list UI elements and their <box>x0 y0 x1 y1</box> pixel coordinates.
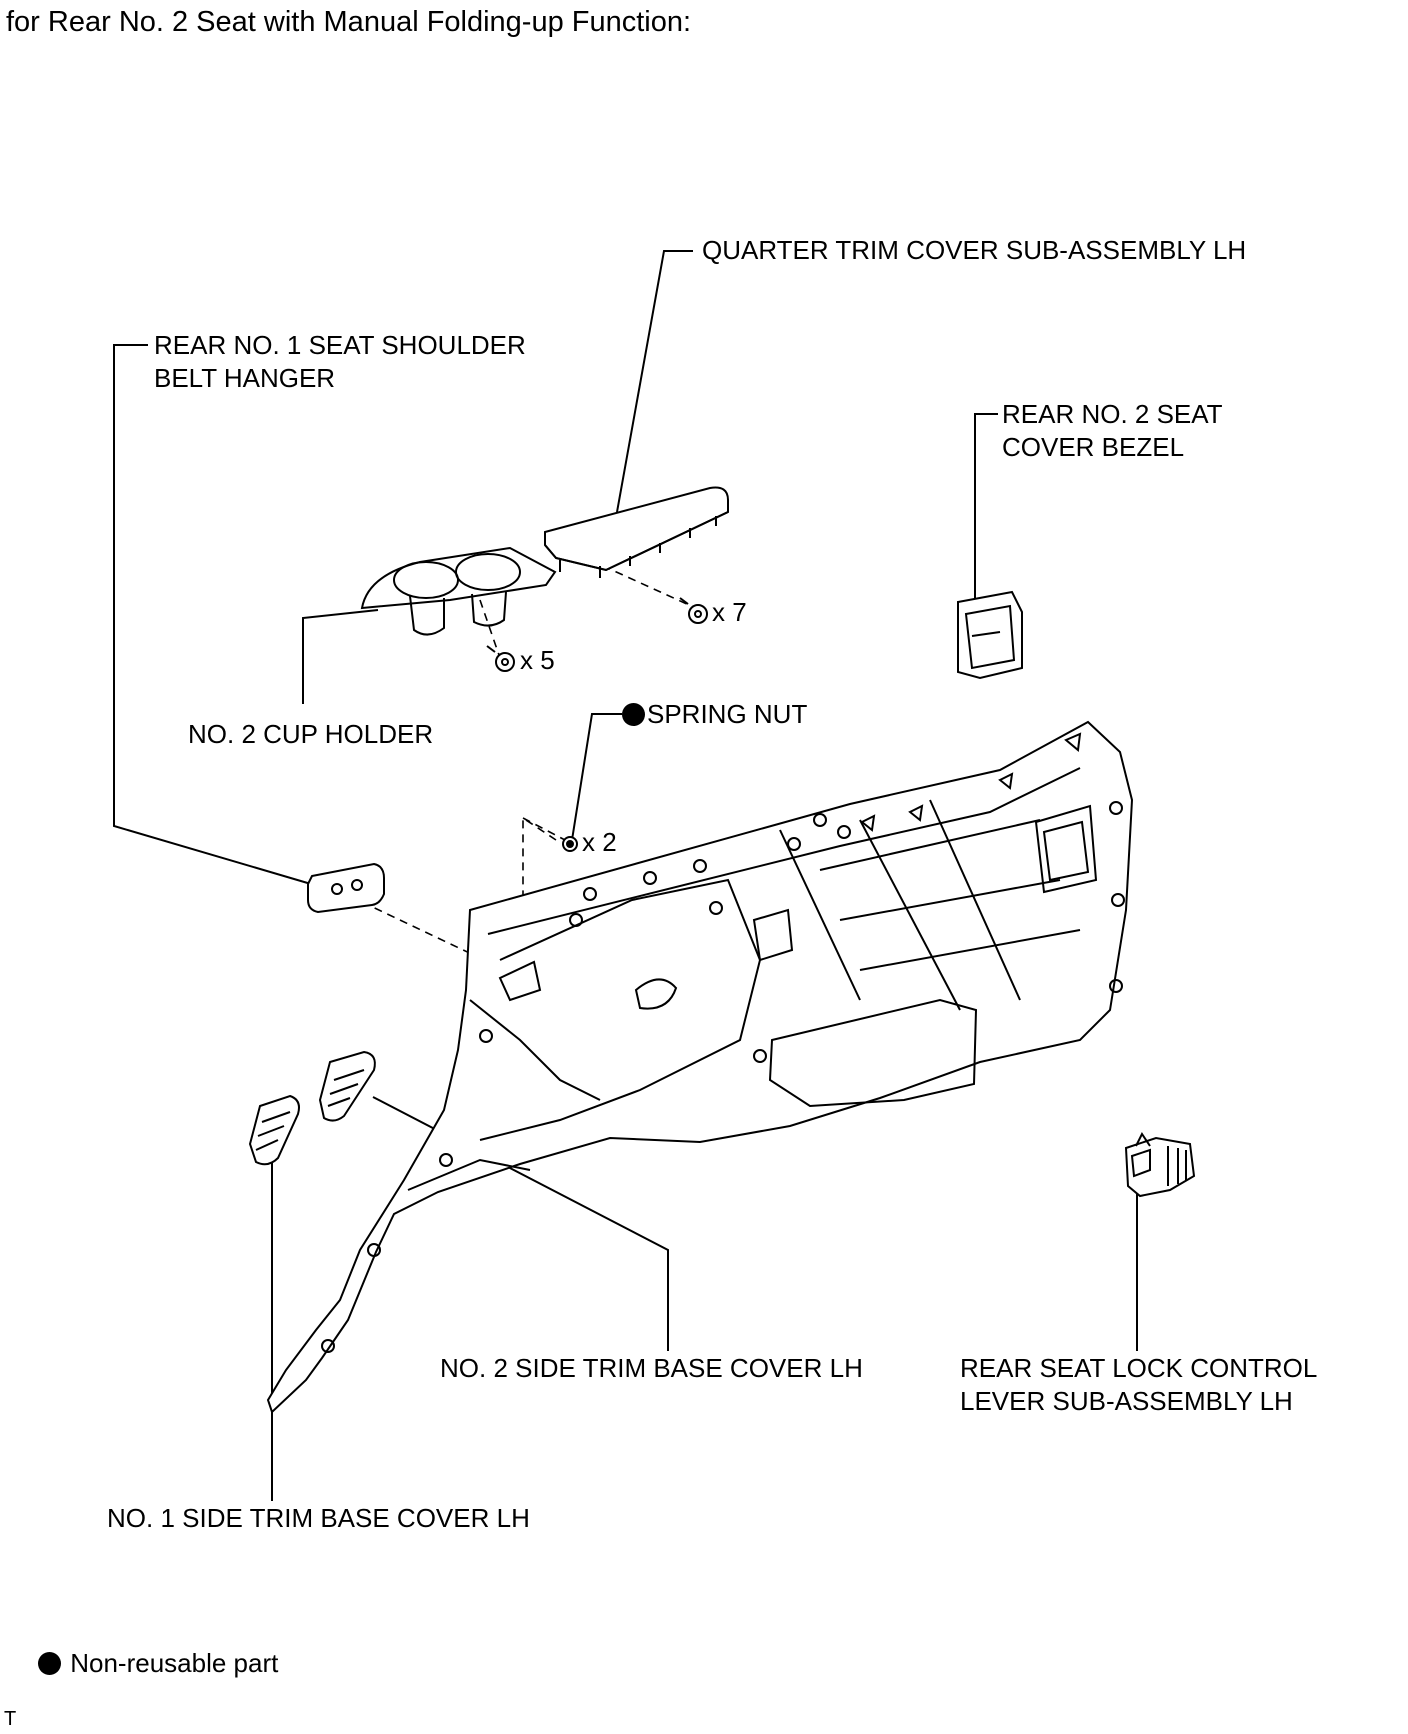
legend-dot-icon <box>38 1652 61 1675</box>
label-lock-control-lever-line2: LEVER SUB-ASSEMBLY LH <box>960 1386 1293 1416</box>
label-spring-nut-text: SPRING NUT <box>647 699 808 729</box>
cup-holder <box>360 546 557 636</box>
label-seat-cover-bezel: REAR NO. 2 SEAT COVER BEZEL <box>1002 398 1223 464</box>
label-lock-control-lever: REAR SEAT LOCK CONTROL LEVER SUB-ASSEMBL… <box>960 1352 1317 1418</box>
seat-cover-bezel <box>957 590 1023 680</box>
page-title: for Rear No. 2 Seat with Manual Folding-… <box>6 6 692 38</box>
qty-x5: x 5 <box>520 645 555 675</box>
label-belt-hanger: REAR NO. 1 SEAT SHOULDER BELT HANGER <box>154 329 526 395</box>
leader-cup-holder <box>302 609 379 704</box>
side-trim-cover-1 <box>248 1094 300 1166</box>
label-lock-control-lever-line1: REAR SEAT LOCK CONTROL <box>960 1353 1318 1383</box>
label-belt-hanger-line1: REAR NO. 1 SEAT SHOULDER <box>154 330 526 360</box>
label-side-trim-cover-2: NO. 2 SIDE TRIM BASE COVER LH <box>440 1353 863 1383</box>
label-spring-nut: SPRING NUT <box>622 698 807 731</box>
lock-control-lever <box>1124 1132 1196 1198</box>
label-cup-holder: NO. 2 CUP HOLDER <box>188 719 434 749</box>
legend: Non-reusable part <box>38 1648 278 1679</box>
side-trim-cover-2 <box>318 1050 376 1122</box>
label-seat-cover-bezel-line1: REAR NO. 2 SEAT <box>1002 399 1223 429</box>
screw-x7 <box>679 597 708 624</box>
leader-spring-nut <box>571 713 622 841</box>
label-seat-cover-bezel-line2: COVER BEZEL <box>1002 432 1185 462</box>
corner-mark: T <box>4 1708 17 1730</box>
qty-x2: x 2 <box>582 827 617 857</box>
quarter-trim-cover <box>544 486 729 578</box>
leader-seat-cover-bezel <box>974 413 998 602</box>
belt-hanger <box>307 862 385 914</box>
leader-quarter-trim <box>616 250 693 513</box>
label-belt-hanger-line2: BELT HANGER <box>154 363 336 393</box>
non-reusable-dot-icon <box>622 703 645 726</box>
legend-non-reusable: Non-reusable part <box>70 1648 279 1678</box>
quarter-trim-panel <box>266 720 1134 1414</box>
label-side-trim-cover-1: NO. 1 SIDE TRIM BASE COVER LH <box>107 1503 530 1533</box>
spring-nut-part <box>562 836 578 852</box>
leader-belt-hanger <box>113 344 312 885</box>
screw-x5 <box>486 645 515 672</box>
label-quarter-trim-cover: QUARTER TRIM COVER SUB-ASSEMBLY LH <box>702 235 1247 265</box>
qty-x7: x 7 <box>712 597 747 627</box>
